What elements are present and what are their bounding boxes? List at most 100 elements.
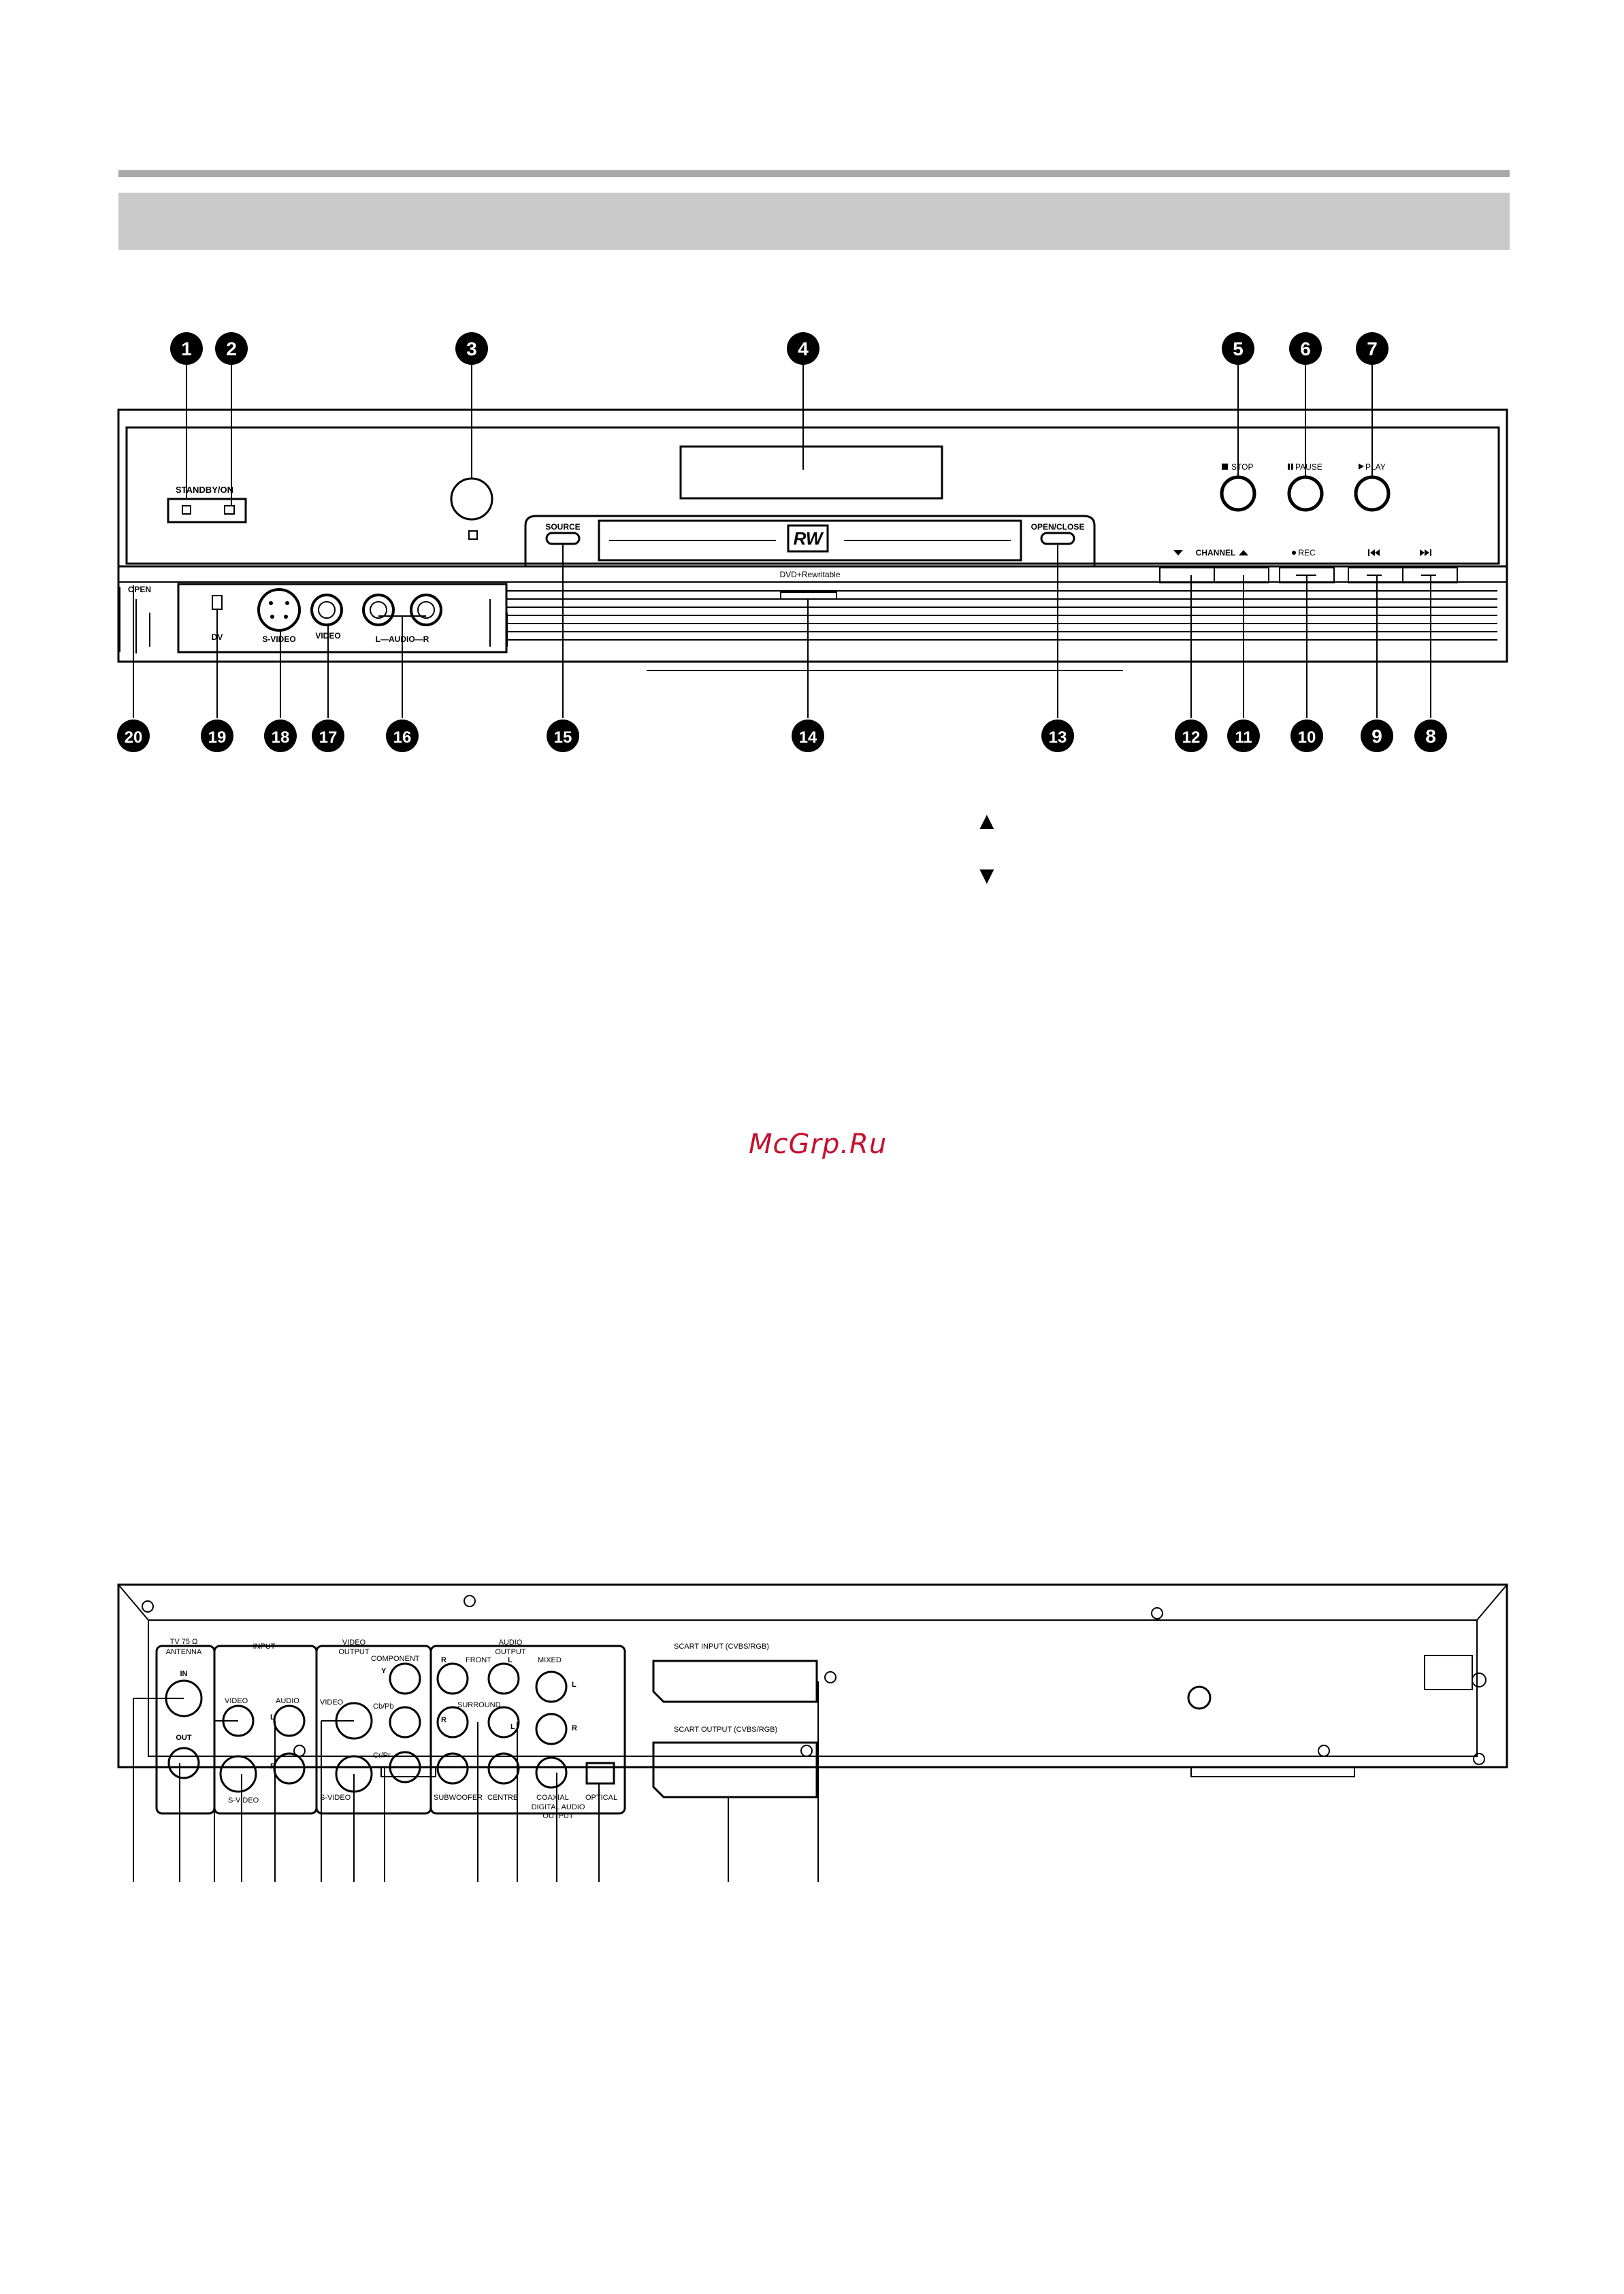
callout-14: 14 [792,720,824,752]
callout-3: 3 [455,332,488,365]
centre-label: CENTRE [487,1794,518,1802]
standby-led [224,505,235,515]
header-rule [118,170,1510,177]
output-video-label: VIDEO [320,1698,344,1707]
digital-output-label: OUTPUT [542,1812,574,1820]
channel-up-button[interactable] [1214,567,1269,583]
optical-label: OPTICAL [585,1794,617,1802]
svg-text:1: 1 [181,338,192,359]
display-window [679,445,943,500]
rear-panel [117,1583,1508,1777]
callout-4: 4 [787,332,819,365]
rear-leader-lines [133,1681,819,1882]
surround-l-jack[interactable] [487,1706,520,1739]
surround-r-label: R [441,1716,446,1724]
mixed-r-label: R [572,1724,577,1732]
svideo-jack[interactable] [257,588,301,632]
mixed-l-jack[interactable] [535,1670,568,1703]
input-video-label: VIDEO [225,1697,248,1705]
scart-input-connector[interactable] [652,1660,818,1703]
mixed-l-label: L [572,1681,576,1689]
channel-down-button[interactable] [1159,567,1215,583]
callout-11: 11 [1227,720,1260,752]
component-cr-jack[interactable] [389,1751,421,1783]
pause-button[interactable] [1287,475,1324,512]
callout-1: 1 [170,332,203,365]
svg-text:5: 5 [1233,338,1244,359]
surround-r-jack[interactable] [436,1706,469,1739]
header-band [118,193,1510,250]
front-panel [117,408,1508,671]
callout-6: 6 [1289,332,1322,365]
svg-text:11: 11 [1235,728,1252,747]
source-button[interactable] [545,532,581,545]
disc-tray-recess [524,515,1096,566]
svg-text:16: 16 [393,728,412,747]
sensor-icon [468,530,478,540]
up-arrow-icon: ▲ [975,807,999,835]
svg-text:2: 2 [226,338,237,359]
input-audio-l-jack[interactable] [273,1705,306,1737]
svg-text:9: 9 [1371,726,1382,747]
antenna-out-jack[interactable] [167,1747,200,1779]
coaxial-label: COAXIAL [536,1794,569,1802]
component-cb-jack[interactable] [389,1706,421,1739]
stop-button[interactable] [1220,475,1256,512]
audio-r-jack[interactable] [410,594,442,626]
callout-19: 19 [201,720,233,752]
svg-text:12: 12 [1182,728,1201,747]
standby-button[interactable] [167,498,247,523]
video-jack[interactable] [310,594,343,626]
pause-label: PAUSE [1295,462,1322,472]
coaxial-jack[interactable] [535,1756,568,1789]
rec-icon [1292,551,1296,555]
subwoofer-jack[interactable] [436,1752,469,1785]
scart-input-label: SCART INPUT (CVBS/RGB) [674,1643,769,1651]
rec-label: REC [1298,548,1316,558]
front-upper-fascia [125,426,1500,565]
callout-2: 2 [215,332,248,365]
optical-jack[interactable] [585,1762,615,1785]
input-audio-r-jack[interactable] [273,1752,306,1785]
callout-15: 15 [547,720,579,752]
input-r-label: R [270,1762,276,1771]
down-arrow-icon: ▼ [975,861,999,889]
front-vent [507,590,1497,641]
open-close-button[interactable] [1040,532,1075,545]
centre-jack[interactable] [487,1752,520,1785]
remote-sensor [450,477,493,521]
callout-7: 7 [1356,332,1388,365]
digital-audio-label: DIGITAL AUDIO [532,1803,585,1811]
audio-l-jack[interactable] [362,594,395,626]
dv-jack[interactable] [212,595,223,610]
front-l-jack[interactable] [487,1662,520,1695]
rw-logo [787,524,829,553]
open-close-label: OPEN/CLOSE [1031,522,1085,532]
svg-text:19: 19 [208,728,227,747]
callout-16: 16 [386,720,419,752]
svg-text:8: 8 [1425,726,1436,747]
input-svideo-jack[interactable] [219,1755,257,1793]
antenna-out-label: OUT [176,1734,192,1742]
next-icon [1420,549,1431,556]
channel-down-icon [1173,550,1183,555]
front-jack-panel [177,583,508,653]
component-cr-label: Cr/Pr [373,1751,391,1760]
callout-17: 17 [312,720,344,752]
play-button[interactable] [1354,475,1391,512]
callout-12: 12 [1175,720,1207,752]
channel-label: CHANNEL [1196,548,1236,558]
open-label: OPEN [128,585,151,594]
callout-5: 5 [1222,332,1254,365]
scart-output-connector[interactable] [652,1741,818,1798]
svg-text:18: 18 [272,728,290,747]
component-y-jack[interactable] [389,1662,421,1695]
video-output-label: VIDEO [342,1638,366,1647]
front-leader-lines [133,365,1431,718]
play-icon [1359,464,1364,470]
front-r-jack[interactable] [436,1662,469,1695]
mixed-r-jack[interactable] [535,1713,568,1745]
source-label: SOURCE [545,522,580,532]
